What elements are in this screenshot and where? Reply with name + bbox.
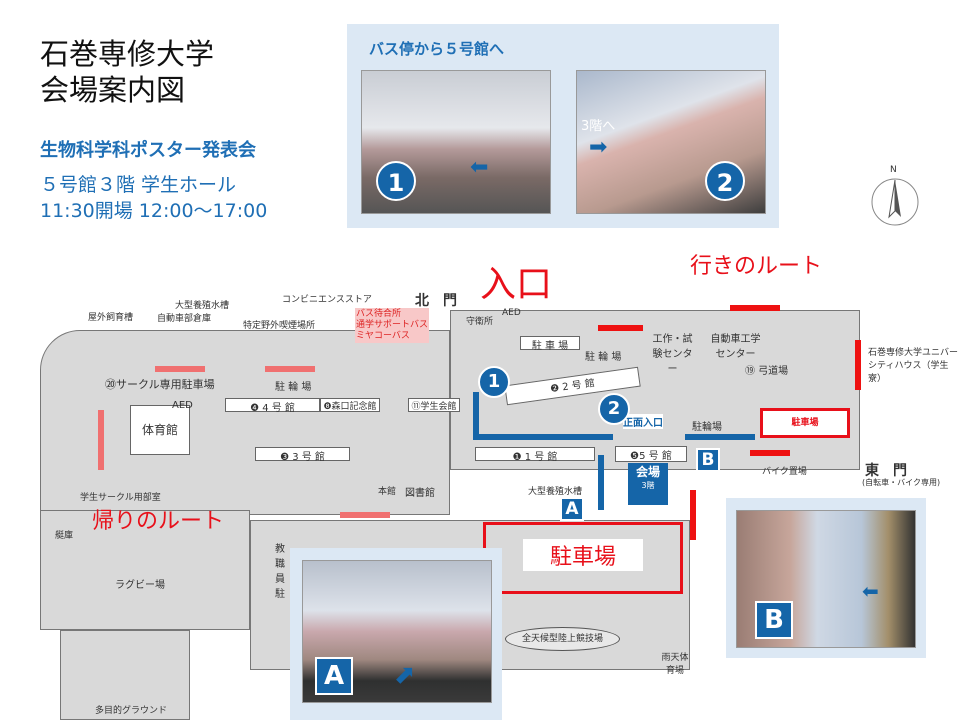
gym: 体育館: [130, 405, 190, 455]
photo-a: A ⬆: [302, 560, 492, 703]
track: 全天候型陸上競技場: [505, 627, 620, 651]
parking-main: 駐車場: [483, 522, 683, 594]
building-3: ❸ 3 号 館: [255, 447, 350, 463]
photo-a-panel: A ⬆: [290, 548, 502, 720]
photo-b: B ⬅: [736, 510, 916, 648]
north-gate-label: 北 門: [415, 293, 457, 309]
page-title: 石巻専修大学会場案内図: [40, 37, 215, 107]
arrow-icon: ➡: [589, 135, 608, 160]
arrow-icon: ⬆: [385, 657, 423, 695]
building-11: ⑪学生会館: [408, 398, 460, 412]
parking-east: 駐車場: [760, 408, 850, 438]
marker-2: 2: [705, 161, 745, 201]
map-marker-a: A: [560, 497, 584, 521]
route-back-label: 帰りのルート: [92, 509, 225, 534]
arrow-icon: ⬅: [862, 579, 879, 603]
map-marker-b: B: [696, 448, 720, 472]
building-4: ❹ 4 号 館: [225, 398, 320, 414]
route-back-arrow: [155, 366, 205, 372]
compass-icon: [871, 178, 919, 226]
photo-2: 3階へ ➡ 2: [576, 70, 766, 214]
east-gate-label: 東 門: [865, 463, 907, 479]
circle-room-label: 学生サークル用部室: [80, 493, 161, 503]
photo-a-marker: A: [315, 657, 353, 695]
building-5: ❺5 号 館: [615, 446, 687, 462]
marker-1: 1: [376, 161, 416, 201]
photo-panel: バス停から５号館へ 1 ⬅ 3階へ ➡ 2: [347, 24, 779, 228]
photo-b-panel: B ⬅: [726, 498, 926, 658]
route-go-arrow: [598, 325, 643, 331]
map-marker-2: 2: [598, 393, 630, 425]
compass: N: [870, 165, 920, 235]
map-marker-1: 1: [478, 366, 510, 398]
building-1: ❶ 1 号 館: [475, 447, 595, 463]
route-go-label: 行きのルート: [690, 254, 823, 279]
photo-panel-title: バス停から５号館へ: [369, 40, 505, 58]
route-blue: [473, 392, 479, 438]
front-entrance: 正面入口: [623, 414, 663, 429]
photo-1: 1 ⬅: [361, 70, 551, 214]
photo-b-marker: B: [755, 601, 793, 639]
event-name: 生物科学科ポスター発表会: [40, 140, 256, 161]
arrow-icon: ⬅: [470, 155, 489, 180]
bus-stop-label: バス待合所通学サポートバスミヤコーバス: [355, 308, 430, 343]
building-8: ❽森口記念館: [320, 398, 380, 412]
entrance-label: 入口: [480, 264, 553, 305]
